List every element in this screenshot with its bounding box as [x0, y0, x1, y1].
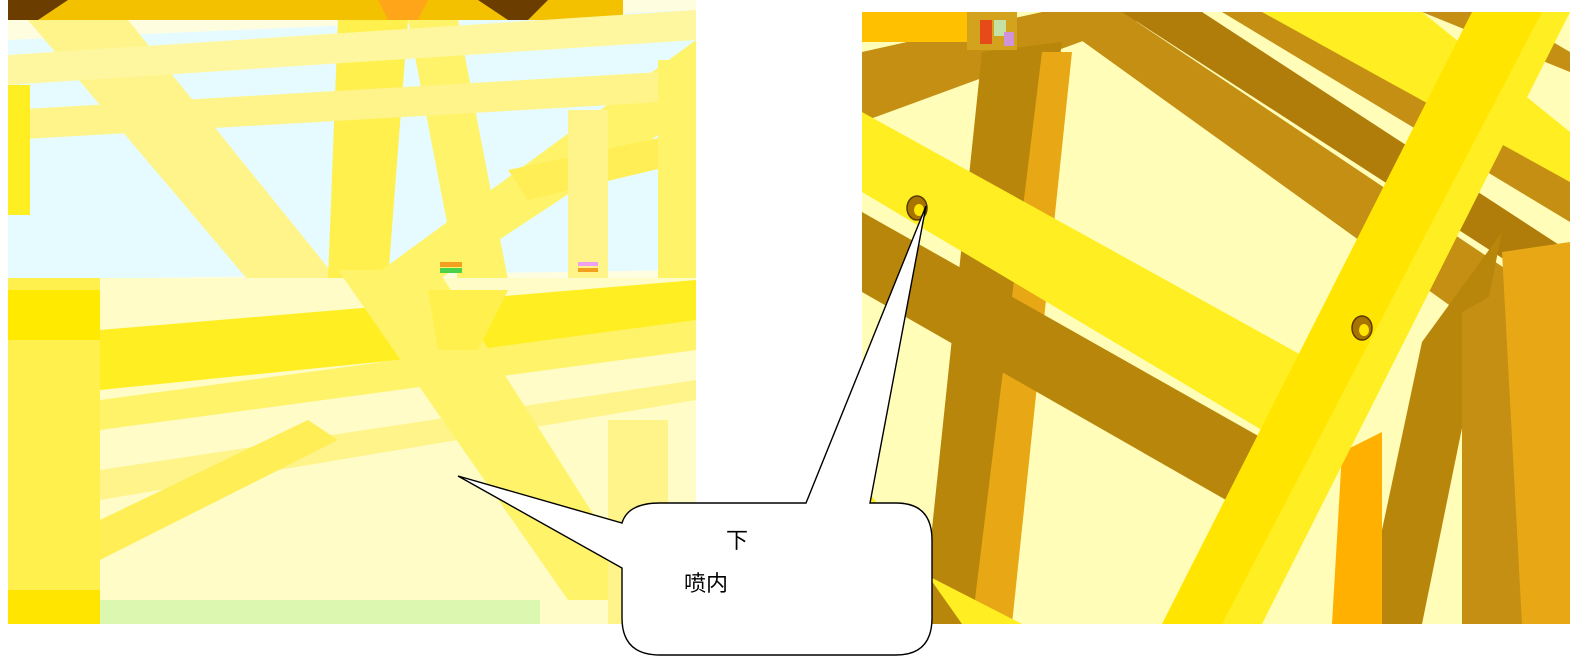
callout-text-line2: 喷内 [684, 572, 729, 597]
left-truss-drawing [8, 0, 696, 624]
right-structure-render [862, 12, 1570, 624]
right-truss-drawing [862, 12, 1570, 624]
callout-text-line1: 下 [726, 529, 749, 554]
left-structure-render [8, 0, 696, 624]
